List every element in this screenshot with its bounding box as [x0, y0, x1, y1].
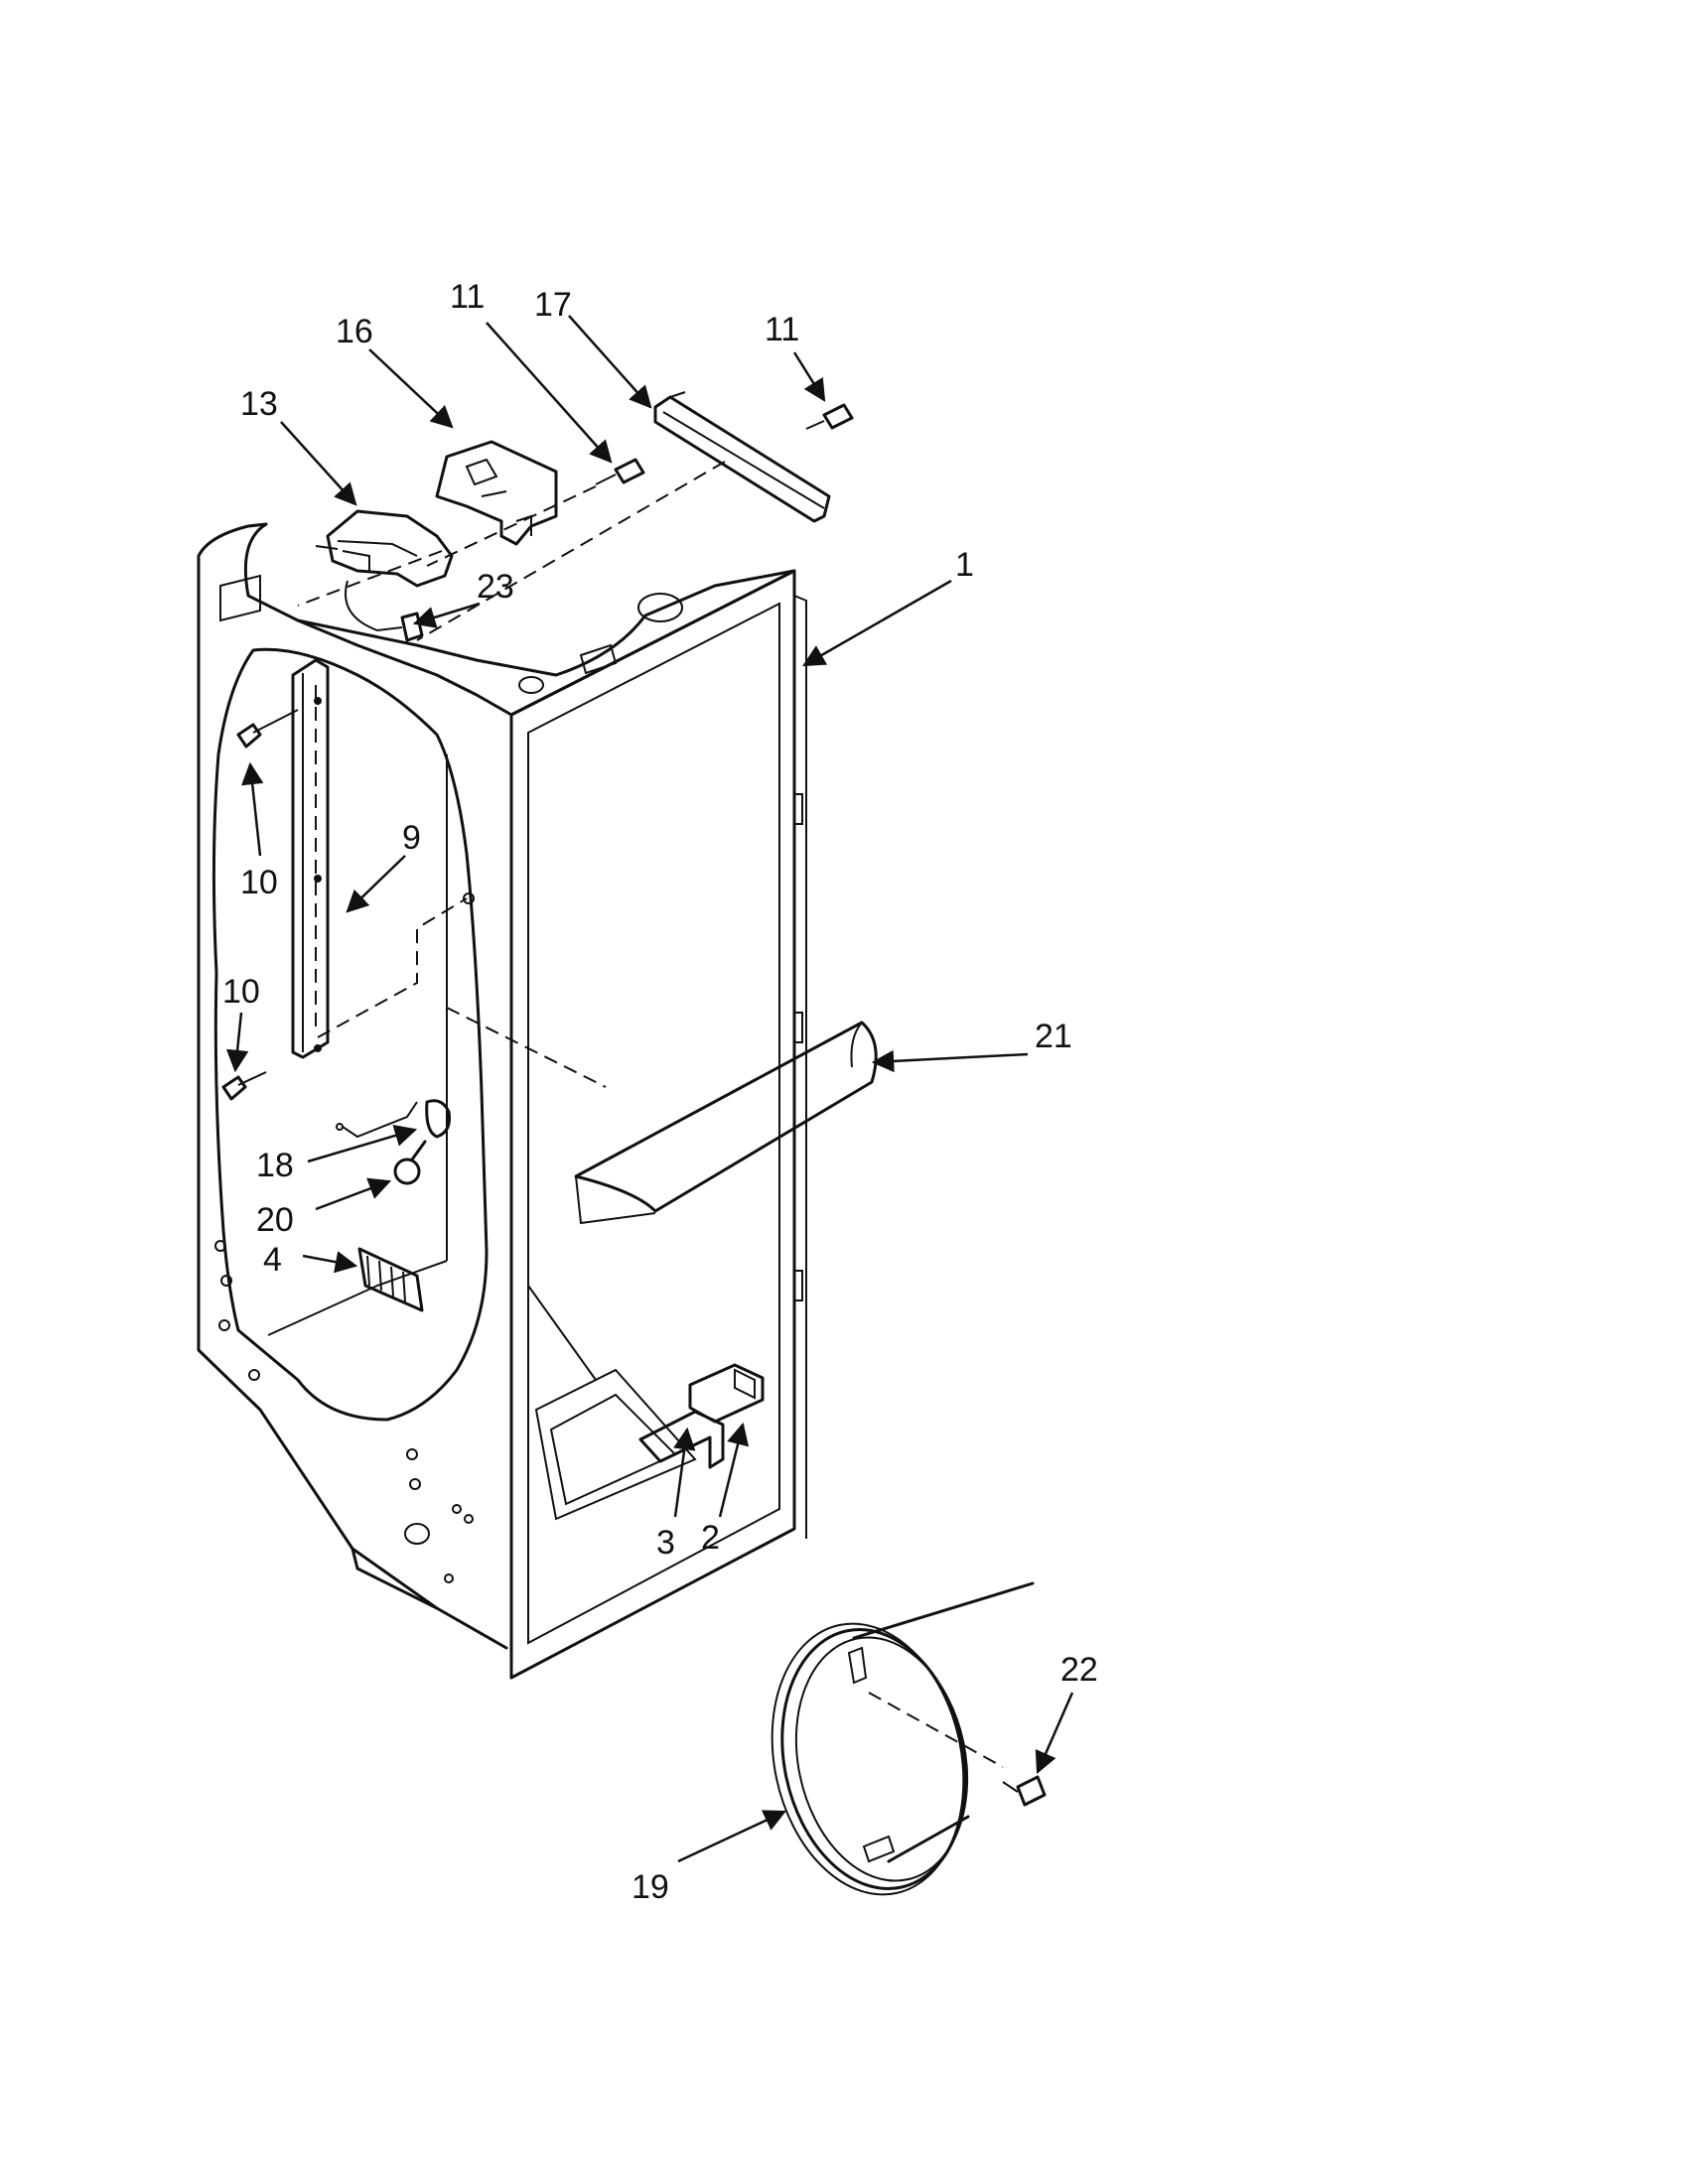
callout-4: 4 — [263, 1241, 282, 1279]
callout-10a: 10 — [240, 864, 278, 901]
callout-labels: 1 2 3 4 9 10 10 11 11 13 16 17 18 19 20 … — [222, 278, 1098, 1906]
assembly-line-17 — [416, 461, 726, 641]
part-21-cover — [574, 1021, 878, 1225]
callout-1: 1 — [955, 546, 974, 584]
part-17-rail — [653, 391, 831, 523]
part-2-bracket — [688, 1363, 765, 1424]
callout-2: 2 — [701, 1519, 720, 1557]
callout-11b: 11 — [765, 311, 799, 348]
callout-22: 22 — [1060, 1651, 1098, 1689]
callout-19: 19 — [632, 1868, 669, 1906]
callout-9: 9 — [402, 819, 421, 857]
cabinet-liner — [197, 522, 807, 1680]
part-20-bulb — [393, 1140, 427, 1185]
callout-13: 13 — [240, 385, 278, 423]
part-4-grille — [357, 1247, 424, 1312]
assembly-line-11 — [426, 485, 597, 567]
part-10-screws — [221, 709, 299, 1101]
part-16-bracket — [435, 440, 558, 546]
part-11-screw-b — [805, 403, 854, 430]
callout-10b: 10 — [222, 973, 260, 1011]
callout-23: 23 — [477, 568, 514, 606]
part-3-bracket — [638, 1410, 725, 1469]
assembly-line-16 — [297, 550, 443, 607]
callout-20: 20 — [256, 1201, 294, 1239]
part-19-water-tube — [771, 1581, 1035, 1896]
callout-16: 16 — [336, 313, 373, 350]
callout-3: 3 — [656, 1524, 675, 1562]
callout-11a: 11 — [450, 278, 485, 316]
leader-lines — [225, 315, 1074, 1863]
callout-18: 18 — [256, 1147, 294, 1184]
part-11-screw-a — [595, 458, 645, 485]
part-9-rail — [291, 658, 475, 1059]
part-18-socket — [336, 1099, 451, 1139]
part-13-control — [315, 509, 454, 642]
callout-21: 21 — [1035, 1018, 1072, 1055]
part-22-screw — [1002, 1775, 1047, 1807]
callout-17: 17 — [534, 286, 572, 324]
